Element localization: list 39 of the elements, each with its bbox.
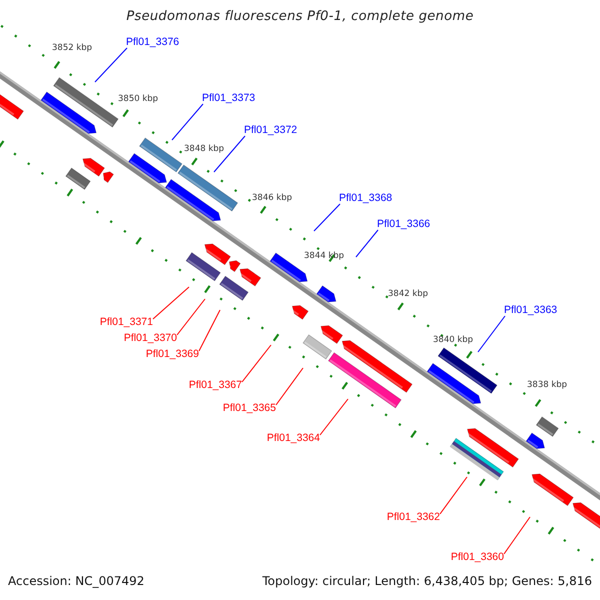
- leader-line: [314, 204, 340, 232]
- leader-line: [440, 476, 468, 514]
- leader-line: [172, 104, 204, 140]
- gene-label: Pfl01_3372: [244, 124, 298, 136]
- scale-label: 3840 kbp: [433, 335, 474, 345]
- gene-label: Pfl01_3366: [377, 218, 430, 230]
- footer-text: Accession: NC_007492: [8, 574, 144, 588]
- gene-label: Pfl01_3365: [222, 402, 276, 414]
- scale-label: 3850 kbp: [118, 94, 158, 104]
- scale-label: 3844 kbp: [304, 251, 344, 261]
- leader-line: [198, 310, 220, 352]
- gene-label: Pfl01_3369: [146, 348, 199, 360]
- gene-label: Pfl01_3373: [202, 92, 256, 104]
- scale-label: 3852 kbp: [52, 43, 92, 53]
- leader-line: [504, 516, 530, 554]
- diagram-title: Pseudomonas fluorescens Pf0-1, complete genome: [125, 9, 475, 24]
- leader-line: [320, 398, 348, 436]
- gene-label: Pfl01_3363: [504, 304, 558, 316]
- leader-line: [94, 48, 128, 82]
- gene-label: Pfl01_3367: [188, 379, 242, 391]
- leader-line: [176, 298, 206, 336]
- scale-label: 3842 kbp: [388, 289, 428, 299]
- gene-label: Pfl01_3364: [266, 432, 320, 444]
- scale-label: 3838 kbp: [527, 380, 568, 390]
- gene-label: Pfl01_3362: [386, 511, 440, 523]
- scale-label: 3846 kbp: [252, 193, 292, 203]
- footer-text: Topology: circular; Length: 6,438,405 bp; Genes: 5,816: [262, 574, 592, 588]
- gene-label: Pfl01_3370: [124, 332, 177, 344]
- leader-line: [276, 368, 304, 406]
- leader-line: [214, 136, 246, 172]
- gene-label: Pfl01_3376: [126, 36, 180, 48]
- leader-line: [242, 344, 272, 382]
- gene-label: Pfl01_3360: [450, 551, 504, 563]
- leader-line: [152, 286, 190, 320]
- scale-label: 3848 kbp: [184, 144, 224, 154]
- leader-line: [478, 316, 506, 352]
- gene-label: Pfl01_3371: [100, 316, 153, 328]
- leader-line: [356, 230, 378, 258]
- gene-label: Pfl01_3368: [339, 192, 392, 204]
